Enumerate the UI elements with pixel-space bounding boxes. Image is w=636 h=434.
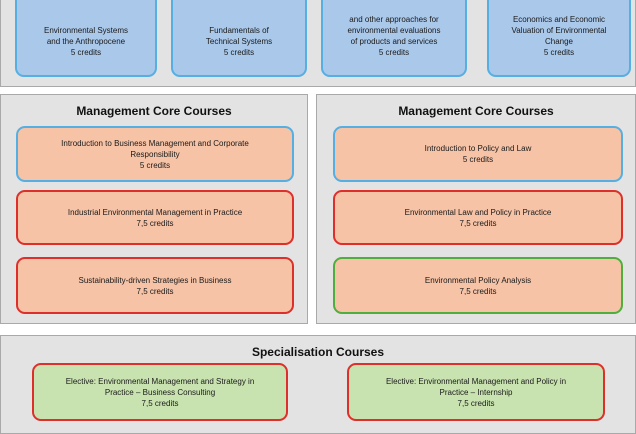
panel-title: Management Core Courses xyxy=(76,104,232,118)
course-line: Practice – Internship xyxy=(439,387,513,397)
foundation-courses-panel: Environmental Systems and the Anthropoce… xyxy=(0,0,636,87)
course-box-sustainability-strategies: Sustainability-driven Strategies in Busi… xyxy=(16,257,294,314)
panel-title: Management Core Courses xyxy=(398,104,554,118)
course-line: and other approaches for xyxy=(349,15,439,24)
course-box-policy-and-law: Introduction to Policy and Law 5 credits xyxy=(333,126,623,182)
course-box-elective-business-consulting: Elective: Environmental Management and S… xyxy=(32,363,288,421)
course-credits: 7,5 credits xyxy=(136,286,174,296)
course-credits: 5 credits xyxy=(223,47,255,57)
course-box-industrial-environmental-management: Industrial Environmental Management in P… xyxy=(16,190,294,245)
course-line: Introduction to Business Management and … xyxy=(61,138,249,148)
course-line: and the Anthropocene xyxy=(46,36,126,46)
course-credits: 5 credits xyxy=(462,155,494,164)
management-core-panel-policy: Management Core Courses Introduction to … xyxy=(316,94,636,324)
course-box-business-management: Introduction to Business Management and … xyxy=(16,126,294,182)
course-line: Industrial Environmental Management in P… xyxy=(67,207,243,217)
course-line: Introduction to Policy and Law xyxy=(424,144,532,153)
course-credits: 7,5 credits xyxy=(457,398,495,408)
course-line: Fundamentals of xyxy=(209,25,269,35)
course-box-technical-systems: Fundamentals of Technical Systems 5 cred… xyxy=(171,0,307,77)
course-box-environmental-law-policy: Environmental Law and Policy in Practice… xyxy=(333,190,623,245)
course-box-environmental-policy-analysis: Environmental Policy Analysis 7,5 credit… xyxy=(333,257,623,314)
course-box-environmental-evaluations: and other approaches for environmental e… xyxy=(321,0,467,77)
course-box-elective-internship: Elective: Environmental Management and P… xyxy=(347,363,605,421)
course-line: Environmental Systems xyxy=(43,25,129,35)
panel-title: Specialisation Courses xyxy=(251,345,385,359)
course-box-environmental-economics: Economics and Economic Valuation of Envi… xyxy=(487,0,631,77)
course-box-environmental-systems: Environmental Systems and the Anthropoce… xyxy=(15,0,157,77)
course-line: Change xyxy=(544,37,574,46)
course-line: Practice – Business Consulting xyxy=(104,387,216,397)
course-line: Environmental Law and Policy in Practice xyxy=(404,207,552,217)
specialisation-panel: Specialisation Courses Elective: Environ… xyxy=(0,335,636,434)
course-credits: 7,5 credits xyxy=(459,218,497,228)
course-line: Responsibility xyxy=(130,149,180,159)
course-line: Valuation of Environmental xyxy=(511,26,607,35)
course-credits: 5 credits xyxy=(139,160,171,170)
course-line: Sustainability-driven Strategies in Busi… xyxy=(78,275,232,285)
course-line: Environmental Policy Analysis xyxy=(424,275,532,285)
management-core-panel-business: Management Core Courses Introduction to … xyxy=(0,94,308,324)
course-credits: 5 credits xyxy=(70,47,102,57)
course-line: environmental evaluations xyxy=(347,26,441,35)
course-line: Economics and Economic xyxy=(512,15,606,24)
course-line: Elective: Environmental Management and S… xyxy=(65,376,255,386)
course-credits: 5 credits xyxy=(543,48,575,57)
course-credits: 7,5 credits xyxy=(136,218,174,228)
course-credits: 7,5 credits xyxy=(459,286,497,296)
course-credits: 5 credits xyxy=(378,48,410,57)
course-line: Technical Systems xyxy=(205,36,273,46)
course-credits: 7,5 credits xyxy=(141,398,179,408)
course-line: Elective: Environmental Management and P… xyxy=(385,376,567,386)
course-line: of products and services xyxy=(350,37,438,46)
